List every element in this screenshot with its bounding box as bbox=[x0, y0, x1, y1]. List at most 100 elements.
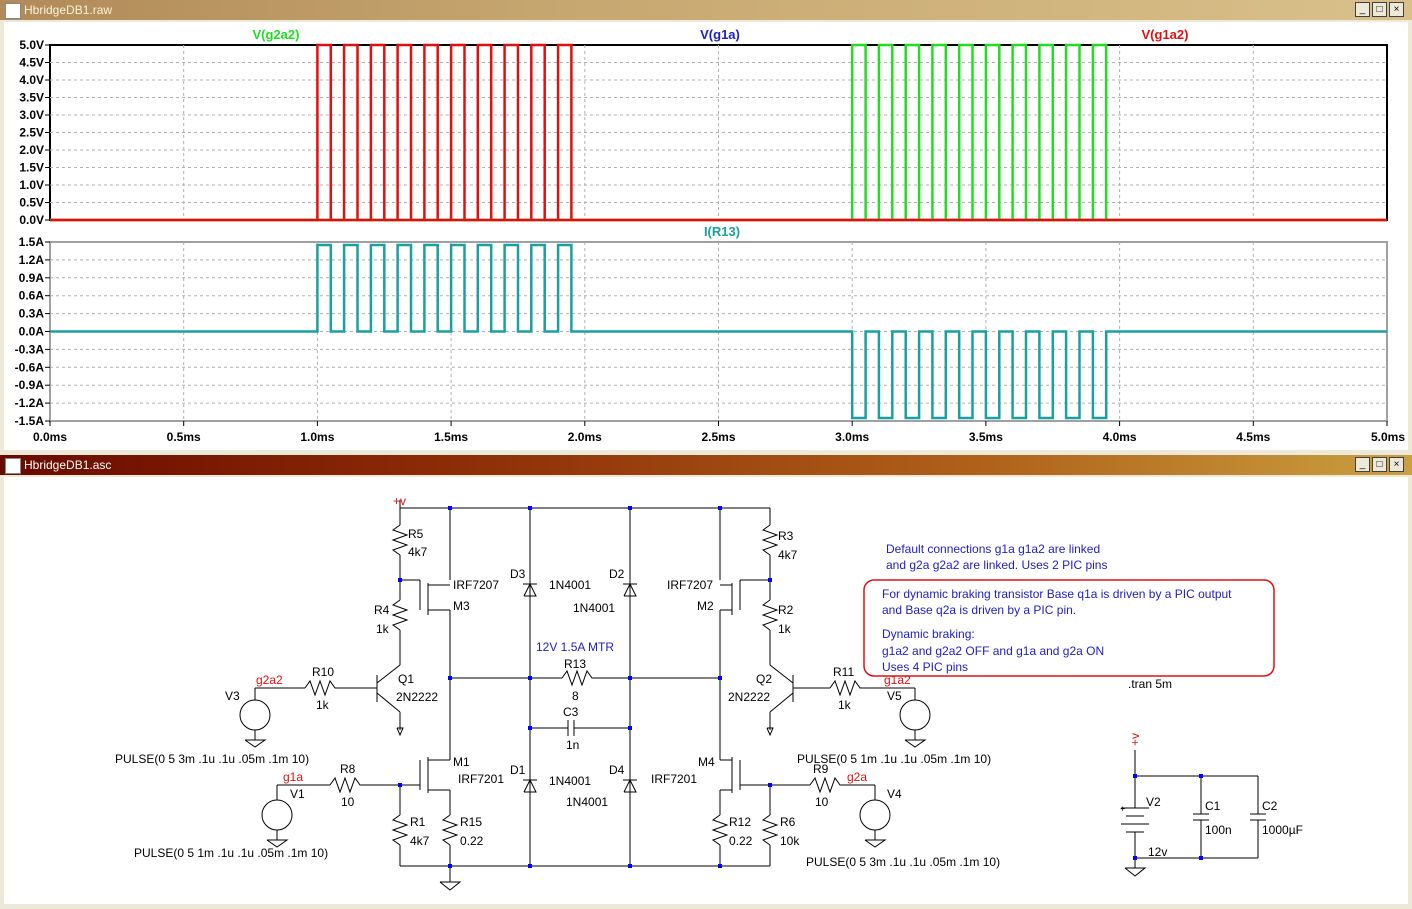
net-g1a: g1a bbox=[283, 770, 303, 784]
note2-line5: Uses 4 PIC pins bbox=[882, 660, 968, 674]
label-C2-value: 1000µF bbox=[1262, 823, 1303, 837]
label-D3-value: 1N4001 bbox=[549, 578, 591, 592]
xtick-label: 5.0ms bbox=[1371, 430, 1405, 444]
label-Q1-type: 2N2222 bbox=[396, 690, 438, 704]
voltage-legend-entry: V(g2a2) bbox=[253, 27, 300, 42]
net-vplus-top: +v bbox=[393, 494, 406, 508]
close-button[interactable]: × bbox=[1389, 2, 1404, 17]
current-ytick-label: 0.9A bbox=[19, 271, 45, 285]
label-D3: D3 bbox=[510, 567, 526, 581]
label-M2: M2 bbox=[697, 599, 714, 613]
label-R15-value: 0.22 bbox=[460, 834, 484, 848]
label-R5: R5 bbox=[408, 527, 424, 541]
xtick-label: 1.0ms bbox=[300, 430, 334, 444]
label-M4-type: IRF7201 bbox=[651, 772, 697, 786]
label-R8-value: 10 bbox=[341, 795, 355, 809]
label-R5-value: 4k7 bbox=[408, 545, 428, 559]
current-ytick-label: -0.9A bbox=[15, 378, 45, 392]
label-R10-value: 1k bbox=[316, 698, 330, 712]
label-pulse-v3: PULSE(0 5 3m .1u .1u .05m .1m 10) bbox=[115, 752, 309, 766]
label-R15: R15 bbox=[460, 815, 482, 829]
label-C2: C2 bbox=[1262, 799, 1278, 813]
xtick-label: 3.0ms bbox=[835, 430, 869, 444]
maximize-button[interactable]: □ bbox=[1372, 457, 1387, 472]
label-R1: R1 bbox=[410, 815, 426, 829]
label-pulse-v1: PULSE(0 5 1m .1u .1u .05m .1m 10) bbox=[134, 846, 328, 860]
voltage-legend-entry: V(g1a) bbox=[700, 27, 740, 42]
net-g2a2: g2a2 bbox=[256, 673, 283, 687]
label-V2-value: 12v bbox=[1148, 845, 1167, 859]
schematic-svg: R5 4k7 R4 1k IRF7207 M3 Q1 2N2222 R10 1k… bbox=[115, 494, 1303, 891]
label-R4-value: 1k bbox=[376, 622, 390, 636]
label-R3-value: 4k7 bbox=[778, 548, 798, 562]
minimize-button[interactable]: _ bbox=[1355, 457, 1370, 472]
voltage-ytick-label: 1.5V bbox=[19, 161, 44, 175]
note1-line2: and g2a g2a2 are linked. Uses 2 PIC pins bbox=[886, 558, 1107, 572]
voltage-plot: 5.0V4.5V4.0V3.5V3.0V2.5V2.0V1.5V1.0V0.5V… bbox=[19, 27, 1388, 227]
label-Q2-type: 2N2222 bbox=[728, 690, 770, 704]
minimize-button[interactable]: _ bbox=[1355, 2, 1370, 17]
label-R9: R9 bbox=[813, 762, 829, 776]
label-R1-value: 4k7 bbox=[410, 834, 430, 848]
label-V2: V2 bbox=[1146, 795, 1161, 809]
xtick-label: 4.5ms bbox=[1236, 430, 1270, 444]
schematic-titlebar[interactable]: HbridgeDB1.asc _ □ × bbox=[0, 455, 1412, 475]
voltage-ytick-label: 0.0V bbox=[19, 213, 44, 227]
label-M3: M3 bbox=[453, 599, 470, 613]
waveform-titlebar[interactable]: HbridgeDB1.raw _ □ × bbox=[0, 0, 1412, 20]
schematic-app-icon bbox=[5, 458, 21, 474]
label-D1-value: 1N4001 bbox=[549, 774, 591, 788]
net-vplus-right: +v bbox=[1128, 733, 1142, 746]
current-ytick-label: -0.3A bbox=[15, 342, 45, 356]
label-pulse-v4: PULSE(0 5 3m .1u .1u .05m .1m 10) bbox=[806, 855, 1000, 869]
voltage-ytick-label: 0.5V bbox=[19, 196, 44, 210]
label-M4: M4 bbox=[698, 755, 715, 769]
label-M2-type: IRF7207 bbox=[667, 578, 713, 592]
note1-line1: Default connections g1a g1a2 are linked bbox=[886, 542, 1100, 556]
label-C3-value: 1n bbox=[566, 738, 579, 752]
label-R11-value: 1k bbox=[838, 698, 852, 712]
label-R9-value: 10 bbox=[815, 795, 829, 809]
label-R2: R2 bbox=[778, 603, 794, 617]
voltage-ytick-label: 4.5V bbox=[19, 56, 44, 70]
voltage-ytick-label: 1.0V bbox=[19, 178, 44, 192]
voltage-ytick-label: 3.5V bbox=[19, 91, 44, 105]
label-C3: C3 bbox=[563, 705, 579, 719]
xtick-label: 3.5ms bbox=[969, 430, 1003, 444]
close-button[interactable]: × bbox=[1389, 457, 1404, 472]
label-Q1: Q1 bbox=[398, 672, 414, 686]
xtick-label: 2.5ms bbox=[701, 430, 735, 444]
label-R13-value: 8 bbox=[572, 689, 579, 703]
waveform-svg: 5.0V4.5V4.0V3.5V3.0V2.5V2.0V1.5V1.0V0.5V… bbox=[15, 27, 1406, 444]
current-ytick-label: 0.0A bbox=[19, 325, 45, 339]
current-ytick-label: -0.6A bbox=[15, 360, 45, 374]
voltage-ytick-label: 3.0V bbox=[19, 108, 44, 122]
label-R11: R11 bbox=[833, 665, 854, 679]
label-D2-value: 1N4001 bbox=[573, 601, 615, 615]
label-R6-value: 10k bbox=[780, 834, 800, 848]
label-R12-value: 0.22 bbox=[729, 834, 753, 848]
label-R4: R4 bbox=[374, 603, 390, 617]
current-ytick-label: 0.6A bbox=[19, 289, 45, 303]
voltage-ytick-label: 2.5V bbox=[19, 126, 44, 140]
net-g2a: g2a bbox=[847, 770, 867, 784]
label-D1: D1 bbox=[510, 763, 526, 777]
waveform-window-title: HbridgeDB1.raw bbox=[24, 3, 113, 17]
label-Q2: Q2 bbox=[756, 672, 772, 686]
xtick-label: 4.0ms bbox=[1103, 430, 1137, 444]
voltage-ytick-label: 2.0V bbox=[19, 143, 44, 157]
maximize-button[interactable]: □ bbox=[1372, 2, 1387, 17]
label-V4: V4 bbox=[887, 787, 902, 801]
current-legend-entry: I(R13) bbox=[704, 224, 740, 239]
schematic-canvas[interactable]: R5 4k7 R4 1k IRF7207 M3 Q1 2N2222 R10 1k… bbox=[4, 477, 1408, 904]
label-R6: R6 bbox=[780, 815, 796, 829]
label-motor: 12V 1.5A MTR bbox=[536, 640, 614, 654]
schematic-window: HbridgeDB1.asc _ □ × bbox=[0, 455, 1412, 904]
net-g1a2: g1a2 bbox=[884, 673, 911, 687]
label-M1-type: IRF7201 bbox=[458, 772, 504, 786]
label-tran: .tran 5m bbox=[1128, 677, 1172, 691]
waveform-app-icon bbox=[5, 3, 21, 19]
xtick-label: 0.5ms bbox=[167, 430, 201, 444]
